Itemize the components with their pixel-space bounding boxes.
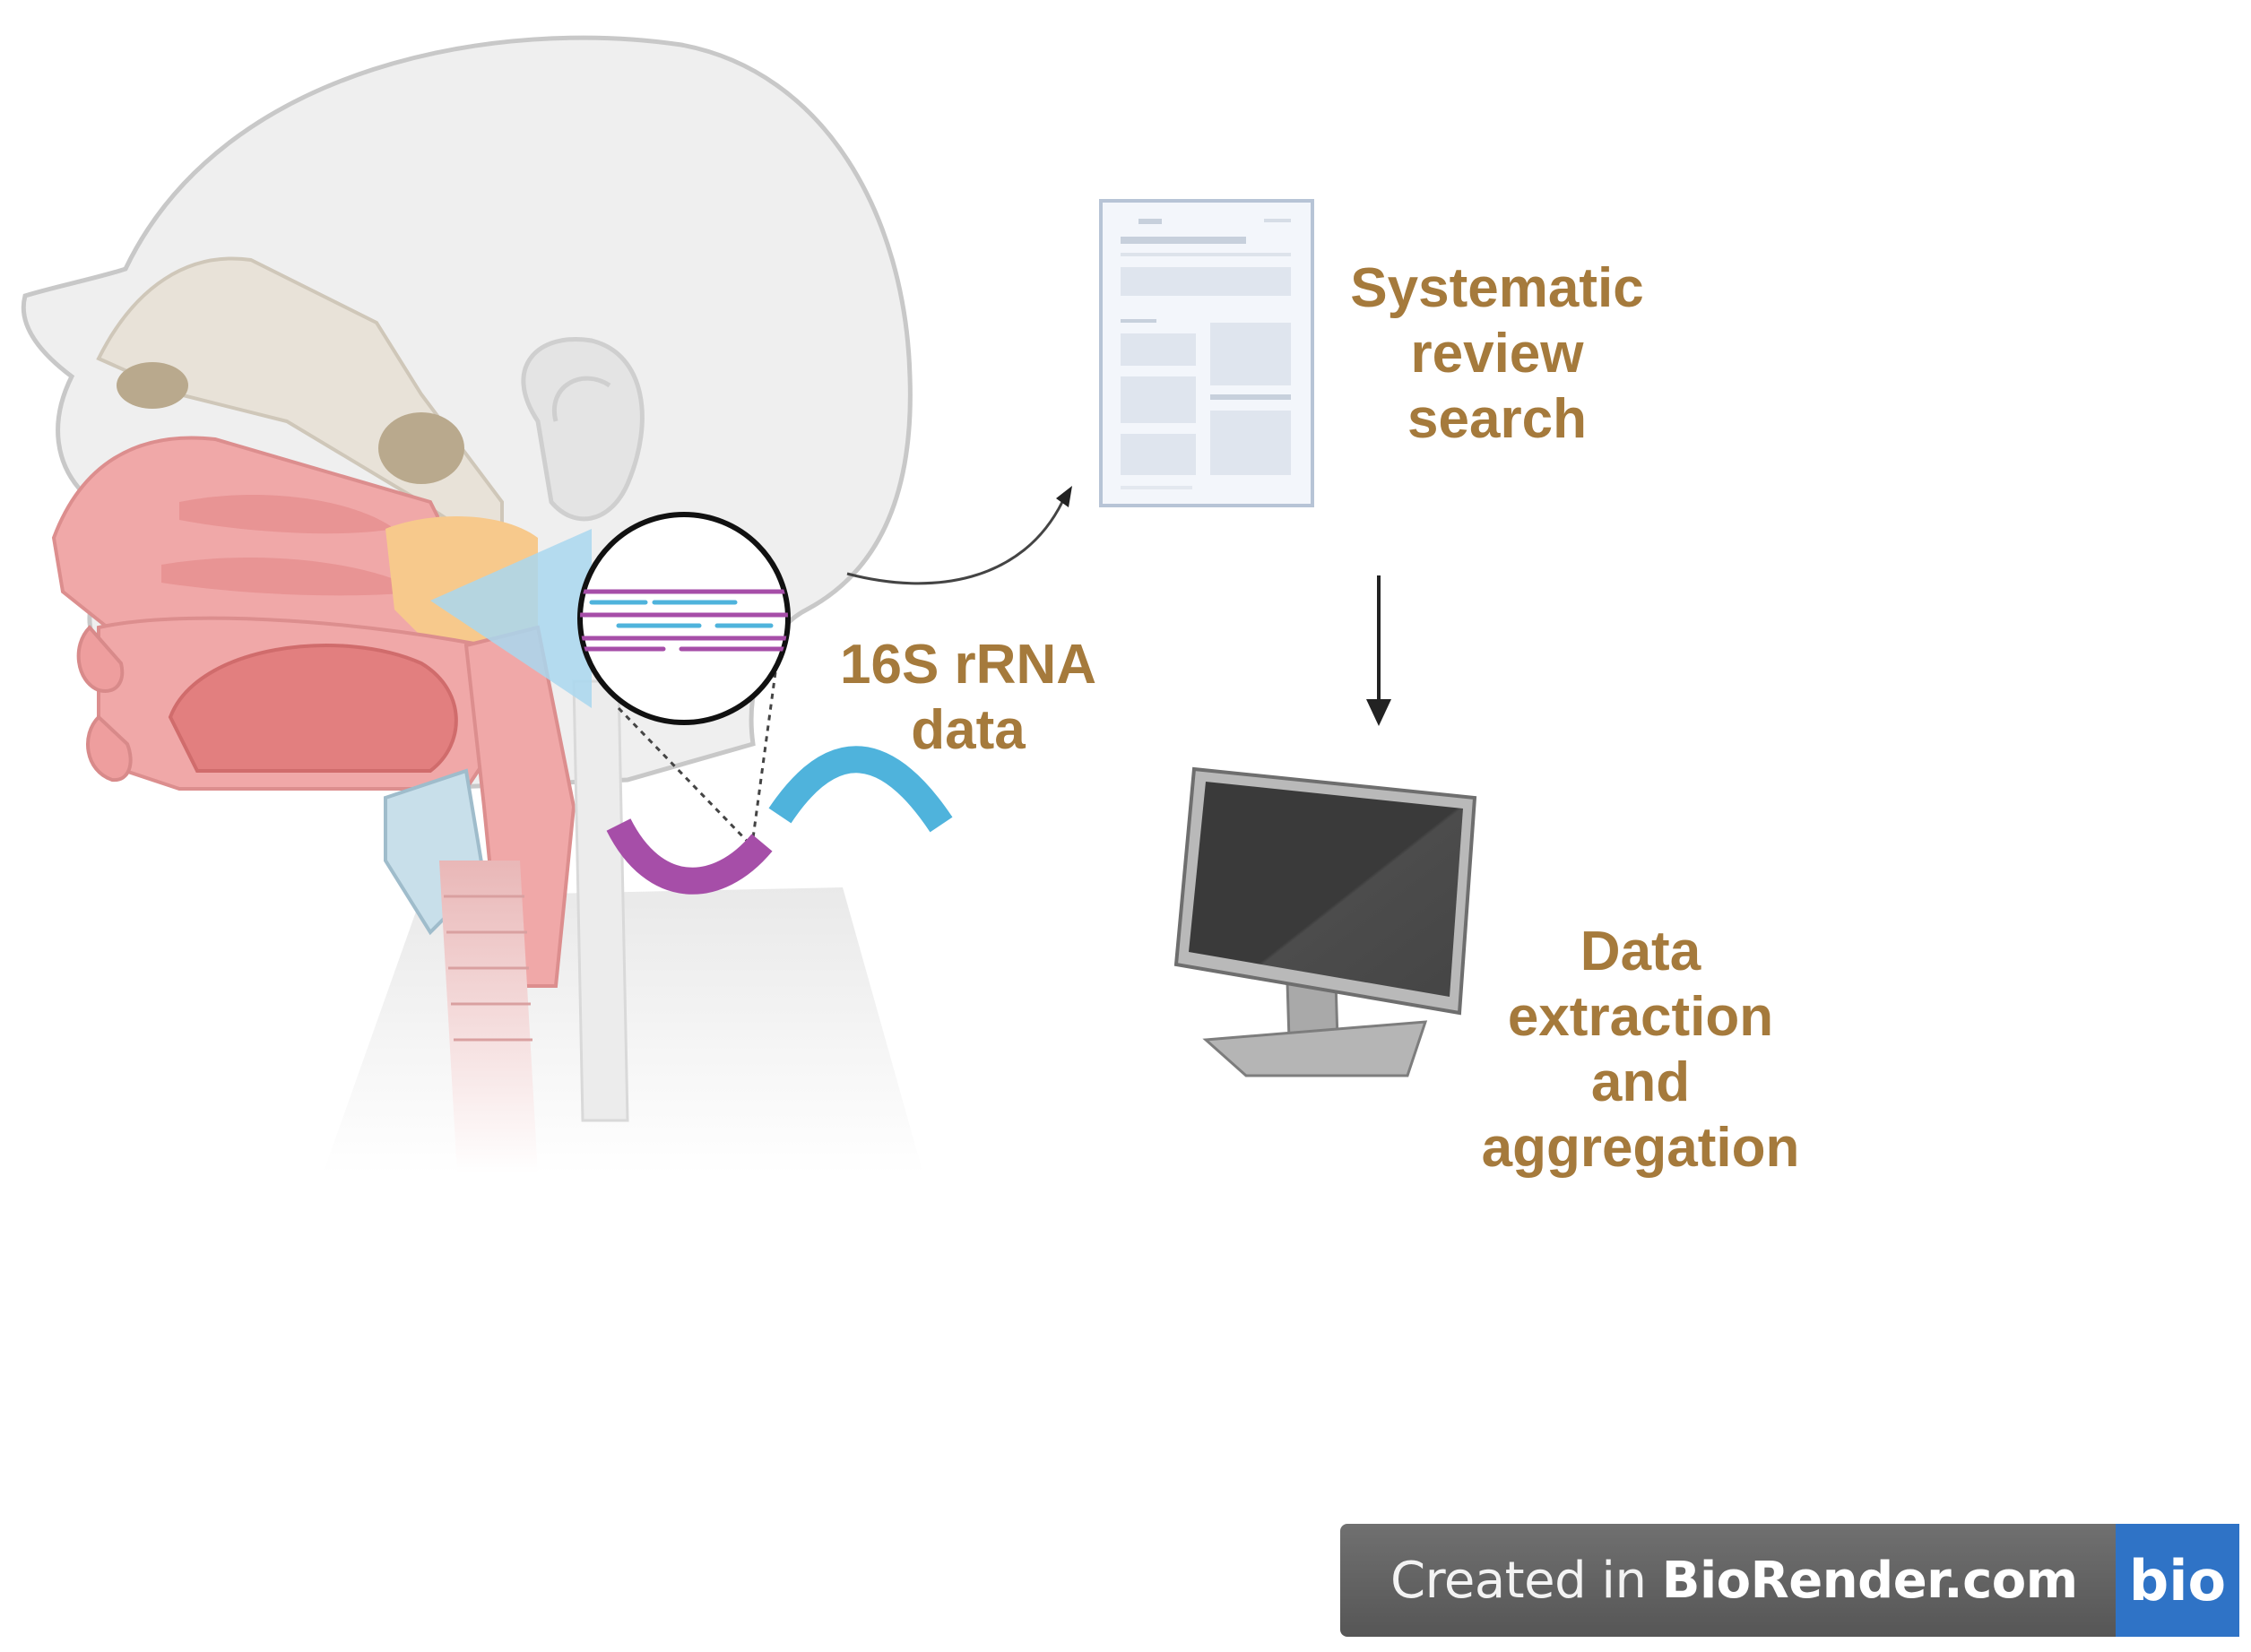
arrow-to-review — [846, 486, 1072, 585]
label-line: 16S rRNA — [840, 634, 1096, 696]
label-data-extraction-aggregation: Data extraction and aggregation — [1443, 919, 1838, 1181]
label-line: extraction — [1507, 986, 1774, 1048]
magnifier-icon — [430, 512, 791, 844]
arrow-to-extraction — [1366, 575, 1391, 726]
dna-strand-icon — [606, 746, 953, 895]
label-line: aggregation — [1481, 1117, 1800, 1179]
label-line: and — [1590, 1051, 1691, 1113]
label-line: data — [911, 699, 1026, 761]
badge-brand: BioRender.com — [1661, 1551, 2078, 1610]
computer-monitor-icon — [1173, 766, 1477, 1077]
biorender-badge[interactable]: Created in BioRender.com bio — [1340, 1524, 2239, 1637]
biorender-logo-icon: bio — [2116, 1524, 2239, 1637]
label-line: review — [1410, 323, 1584, 385]
label-16s-rrna-data: 16S rRNA data — [807, 632, 1130, 763]
label-line: search — [1407, 388, 1587, 450]
label-line: Data — [1580, 921, 1701, 982]
label-line: Systematic — [1350, 257, 1644, 319]
label-systematic-review-search: Systematic review search — [1327, 255, 1667, 452]
badge-text: Created in BioRender.com — [1390, 1552, 2078, 1610]
badge-prefix: Created in — [1390, 1551, 1662, 1610]
document-icon — [1099, 199, 1314, 507]
